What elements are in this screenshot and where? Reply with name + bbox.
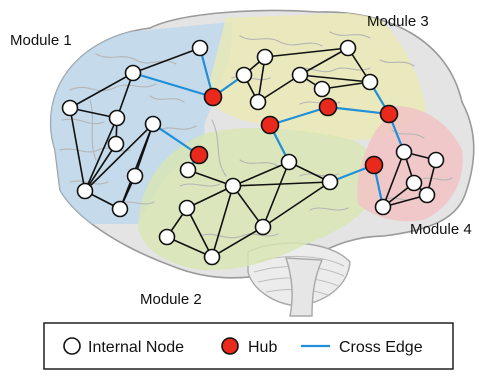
internal-node bbox=[144, 115, 162, 133]
hub-node bbox=[203, 87, 223, 107]
module-1-label: Module 1 bbox=[10, 32, 72, 49]
internal-nodes bbox=[61, 39, 445, 266]
cross-edge bbox=[326, 105, 391, 116]
internal-node bbox=[108, 109, 126, 127]
internal-edge bbox=[186, 207, 213, 258]
internal-edge bbox=[211, 185, 234, 258]
legend-box bbox=[43, 322, 454, 370]
internal-edge bbox=[84, 117, 118, 192]
internal-node bbox=[395, 143, 413, 161]
internal-edge bbox=[382, 151, 405, 208]
legend-hub-marker bbox=[221, 337, 239, 355]
internal-node bbox=[178, 199, 196, 217]
internal-node bbox=[361, 73, 379, 91]
internal-node bbox=[61, 99, 79, 117]
hub-node bbox=[379, 104, 399, 124]
legend-internal-node-label: Internal Node bbox=[88, 339, 184, 356]
internal-node bbox=[374, 198, 392, 216]
hub-node bbox=[260, 115, 280, 135]
internal-edge bbox=[299, 74, 371, 83]
legend: Internal Node Hub Cross Edge bbox=[43, 322, 454, 370]
internal-edge bbox=[257, 74, 301, 103]
internal-node bbox=[124, 64, 142, 82]
internal-node bbox=[418, 186, 436, 204]
cross-edge bbox=[131, 71, 215, 99]
internal-edge bbox=[119, 123, 154, 210]
hub-node bbox=[189, 145, 209, 165]
internal-node bbox=[107, 135, 125, 153]
internal-node bbox=[191, 39, 209, 57]
internal-edge bbox=[262, 181, 331, 228]
legend-hub-label: Hub bbox=[248, 339, 277, 356]
internal-node bbox=[313, 80, 331, 98]
module-2-label: Module 2 bbox=[140, 291, 202, 308]
internal-edge bbox=[262, 161, 290, 228]
internal-node bbox=[179, 161, 197, 179]
internal-edge bbox=[84, 143, 117, 192]
internal-node bbox=[76, 182, 94, 200]
hub-node bbox=[318, 97, 338, 117]
internal-node bbox=[235, 66, 253, 84]
brain-stem bbox=[285, 257, 324, 317]
hub-node bbox=[364, 155, 384, 175]
module-3-label: Module 3 bbox=[367, 13, 429, 30]
internal-node bbox=[339, 39, 357, 57]
internal-edge bbox=[299, 47, 349, 76]
internal-edge bbox=[186, 185, 234, 209]
internal-edge bbox=[69, 107, 86, 192]
internal-node bbox=[249, 93, 267, 111]
module-4-label: Module 4 bbox=[410, 221, 472, 238]
internal-node bbox=[111, 200, 129, 218]
legend-internal-node-marker bbox=[63, 337, 81, 355]
internal-edge bbox=[132, 47, 201, 74]
internal-node bbox=[256, 48, 274, 66]
cross-edge bbox=[268, 105, 330, 127]
internal-node bbox=[158, 228, 176, 246]
internal-node bbox=[126, 167, 144, 185]
internal-node bbox=[427, 151, 445, 169]
internal-edge bbox=[232, 181, 331, 187]
legend-cross-edge-label: Cross Edge bbox=[339, 339, 423, 356]
module-4-lobe bbox=[357, 106, 463, 222]
internal-edge bbox=[69, 72, 134, 109]
module-labels: Module 1 Module 3 Module 2 Module 4 bbox=[10, 13, 472, 308]
internal-edge bbox=[264, 47, 349, 58]
internal-edge bbox=[211, 226, 264, 258]
internal-edge bbox=[84, 123, 154, 192]
internal-node bbox=[203, 248, 221, 266]
internal-node bbox=[224, 177, 242, 195]
internal-edge bbox=[232, 161, 290, 187]
internal-edge bbox=[232, 185, 264, 228]
internal-node bbox=[321, 173, 339, 191]
internal-node bbox=[291, 66, 309, 84]
module-1-lobe bbox=[50, 22, 233, 224]
hub-nodes bbox=[189, 87, 399, 175]
internal-node bbox=[254, 218, 272, 236]
internal-node bbox=[405, 174, 423, 192]
internal-node bbox=[280, 153, 298, 171]
